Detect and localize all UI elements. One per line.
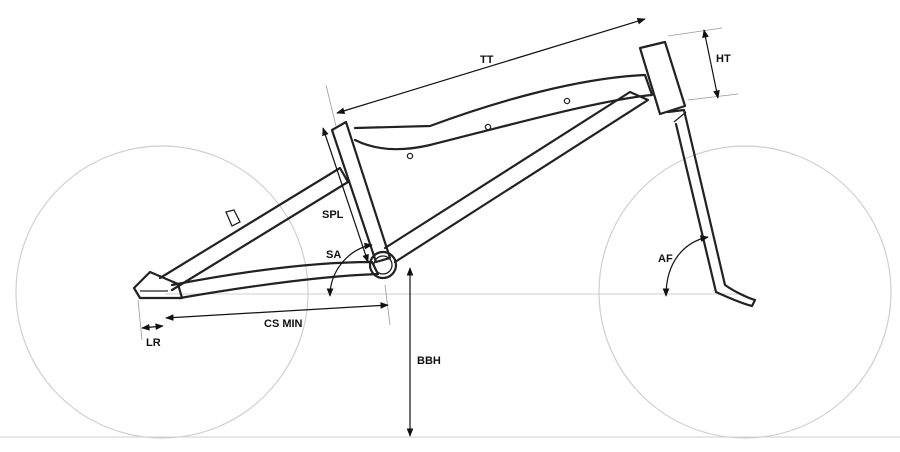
cable-guide-bolt xyxy=(484,123,492,131)
chain-stay xyxy=(170,260,380,300)
fork xyxy=(666,108,757,308)
sa-angle-arc xyxy=(326,242,373,297)
bike-frame xyxy=(132,40,757,308)
front-wheel xyxy=(598,145,892,439)
rear-dropout xyxy=(132,270,184,300)
fork-detail xyxy=(673,111,687,123)
af-label: AF xyxy=(658,253,673,265)
tt-label: TT xyxy=(480,54,494,66)
lr-extension xyxy=(137,299,143,341)
lr-label: LR xyxy=(146,337,161,349)
rear-wheel xyxy=(15,145,309,439)
head-tube xyxy=(638,40,687,116)
ht-dimension-line xyxy=(702,29,720,99)
cable-guide-bolt xyxy=(563,97,571,105)
af-angle-arc xyxy=(662,235,709,297)
ht-label: HT xyxy=(716,53,731,65)
ht-extension-bottom xyxy=(687,93,739,101)
spl-label: SPL xyxy=(322,209,344,221)
down-tube xyxy=(383,90,650,264)
valve-stem xyxy=(225,209,241,227)
bbh-label: BBH xyxy=(417,355,441,367)
ht-extension-top xyxy=(667,27,723,37)
cable-guide-bolt xyxy=(406,152,414,160)
bottom-bracket-inner xyxy=(373,255,393,275)
top-tube xyxy=(353,73,654,151)
tt-dimension-line xyxy=(336,17,646,115)
cs-min-label: CS MIN xyxy=(264,318,303,330)
cs-min-dimension-line xyxy=(165,302,389,321)
tt-extension xyxy=(325,84,337,127)
sa-label: SA xyxy=(326,249,341,261)
spl-dimension-line xyxy=(322,127,369,263)
lr-dimension-line xyxy=(141,323,164,331)
